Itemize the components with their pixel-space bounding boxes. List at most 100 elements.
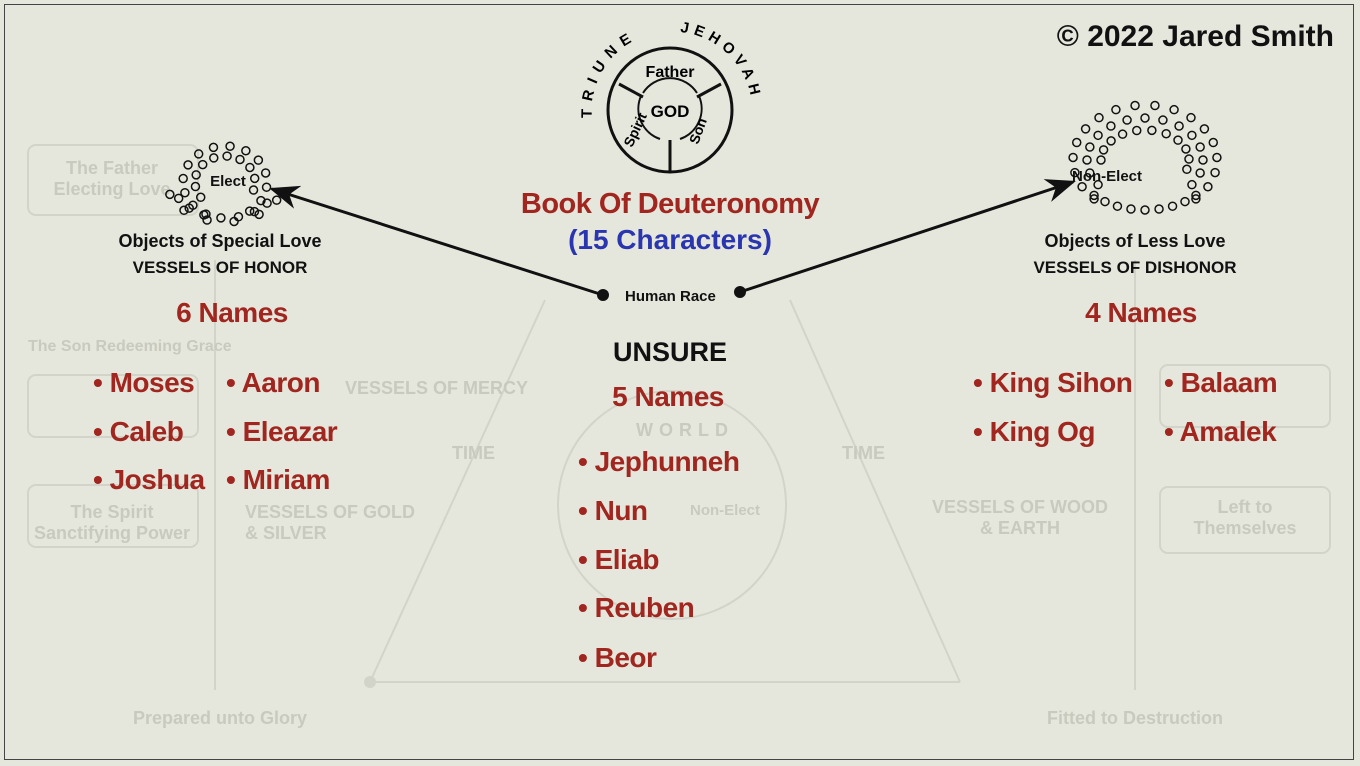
person-dot-icon [235, 154, 245, 165]
person-dot-icon [1169, 104, 1179, 115]
person-dot-icon [222, 151, 232, 161]
person-dot-icon [202, 215, 212, 225]
bullet-icon: • [578, 446, 595, 477]
unsure-heading: UNSURE [612, 337, 728, 367]
name-list-item: • Eliab [578, 544, 660, 576]
name-list-item: • Jephunneh [578, 446, 740, 478]
name-list-item: • King Sihon [973, 367, 1133, 399]
ghost-spirit: The Spirit Sanctifying Power [33, 502, 191, 543]
person-dot-icon [1173, 135, 1183, 145]
person-dot-icon [1082, 155, 1092, 165]
person-dot-icon [1203, 182, 1213, 192]
name-list-item: • Aaron [226, 367, 320, 399]
name-list-item: • Caleb [93, 416, 184, 448]
person-dot-icon [165, 189, 175, 200]
person-dot-icon [1181, 144, 1191, 154]
person-dot-icon [1187, 179, 1197, 190]
name-text: Nun [594, 495, 648, 526]
name-list-item: • Moses [93, 367, 195, 399]
person-dot-icon [1174, 121, 1184, 131]
logo-god: GOD [651, 102, 690, 121]
person-dot-icon [1093, 130, 1103, 141]
person-dot-icon [1089, 190, 1099, 201]
ghost-time-left: TIME [452, 443, 495, 463]
logo-jehovah: JEHOVAH [679, 19, 759, 101]
person-dot-icon [260, 168, 271, 178]
person-dot-icon [1126, 204, 1136, 214]
person-dot-icon [1096, 155, 1106, 165]
person-dot-icon [1085, 142, 1095, 152]
ghost-mercy: VESSELS OF MERCY [345, 378, 529, 398]
person-dot-icon [1212, 152, 1222, 163]
right-line1: Objects of Less Love [1044, 231, 1226, 251]
person-dot-icon [249, 173, 260, 184]
person-dot-icon [1195, 142, 1205, 152]
person-dot-icon [1158, 115, 1168, 125]
person-dot-icon [249, 206, 260, 217]
person-dot-icon [1147, 125, 1157, 136]
person-dot-icon [173, 193, 184, 204]
name-list-item: • Balaam [1164, 367, 1278, 399]
ghost-wood: VESSELS OF WOOD & EARTH [931, 497, 1109, 538]
character-count: (15 Characters) [568, 224, 772, 255]
ghost-gold: VESSELS OF GOLD & SILVER [245, 502, 416, 543]
person-dot-icon [1140, 205, 1150, 215]
person-dot-icon [241, 146, 251, 156]
ghost-glory: Prepared unto Glory [132, 708, 308, 728]
person-dot-icon [1094, 112, 1104, 123]
person-dot-icon [1150, 100, 1160, 111]
bullet-icon: • [93, 367, 110, 398]
person-dot-icon [1106, 136, 1116, 146]
name-list-item: • Nun [578, 495, 648, 527]
person-dot-icon [180, 187, 190, 198]
arrow-to-elect [269, 185, 604, 297]
name-text: Moses [109, 367, 195, 398]
person-dot-icon [271, 195, 282, 205]
person-dot-icon [1071, 137, 1082, 148]
name-list-item: • Beor [578, 642, 657, 674]
right-line2: VESSELS OF DISHONOR [1033, 258, 1237, 277]
bullet-icon: • [226, 464, 243, 495]
name-text: King Og [989, 416, 1096, 447]
middle-count: 5 Names [612, 381, 724, 412]
name-text: King Sihon [989, 367, 1133, 398]
triune-logo: Father GOD Spirit Son TRIUNE JEHOVAH [579, 19, 764, 174]
person-dot-icon [209, 153, 219, 163]
person-dot-icon [1191, 190, 1201, 201]
bullet-icon: • [578, 592, 595, 623]
logo-son: Son [686, 116, 710, 146]
svg-text:JEHOVAH: JEHOVAH [679, 19, 764, 101]
name-list-item: • Joshua [93, 464, 205, 496]
person-dot-icon [1140, 113, 1150, 123]
ghost-father: The Father Electing Love [53, 158, 171, 199]
human-race-label: Human Race [625, 288, 716, 305]
person-dot-icon [1080, 124, 1091, 134]
person-dot-icon [179, 205, 189, 216]
person-dot-icon [1068, 152, 1078, 163]
bullet-icon: • [1164, 367, 1181, 398]
person-dot-icon [1154, 204, 1164, 214]
person-dot-icon [208, 142, 219, 153]
person-dot-icon [1070, 167, 1080, 178]
person-dot-icon [1093, 179, 1103, 190]
person-dot-icon [233, 212, 244, 222]
person-dot-icon [244, 206, 255, 216]
person-dot-icon [1199, 124, 1210, 134]
right-count: 4 Names [1085, 297, 1197, 328]
person-dot-icon [1195, 168, 1205, 178]
person-dot-icon [1210, 167, 1220, 178]
person-dot-icon [190, 181, 201, 192]
person-dot-icon [1167, 201, 1178, 211]
name-text: Eleazar [242, 416, 338, 447]
name-text: Caleb [109, 416, 184, 447]
person-dot-icon [178, 173, 188, 184]
left-count: 6 Names [176, 297, 288, 328]
bullet-icon: • [973, 367, 990, 398]
nonelect-label: Non-Elect [1071, 168, 1143, 185]
name-list-item: • Reuben [578, 592, 695, 624]
person-dot-icon [1117, 129, 1128, 139]
bullet-icon: • [226, 367, 242, 398]
person-dot-icon [1077, 182, 1087, 192]
person-dot-icon [1122, 115, 1132, 125]
person-dot-icon [256, 195, 266, 206]
